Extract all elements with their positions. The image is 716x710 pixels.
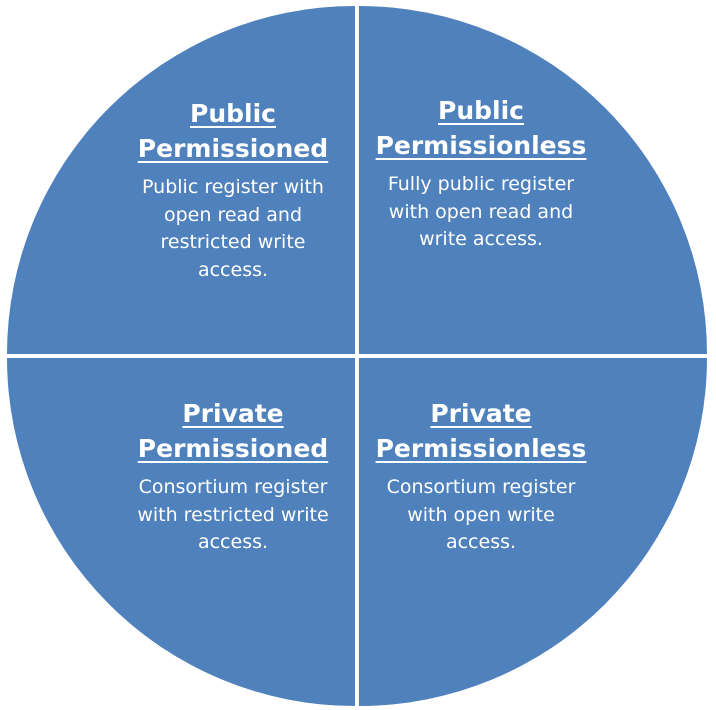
desc-line: with open write bbox=[407, 503, 555, 526]
desc-line: access. bbox=[445, 531, 517, 553]
desc-line: Consortium register bbox=[386, 476, 576, 498]
title-line: Permissionless bbox=[375, 434, 587, 463]
quadrant-description: Public register with open read and restr… bbox=[108, 174, 358, 284]
desc-line: Public register with bbox=[142, 176, 324, 198]
title-line: Public bbox=[438, 96, 524, 125]
quadrant-bottom-right bbox=[359, 358, 707, 706]
title-line: Permissioned bbox=[137, 434, 329, 463]
quadrant-title: Private Permissioned bbox=[108, 396, 358, 466]
quadrant-top-right bbox=[359, 6, 707, 354]
quadrant-top-right-text: Public Permissionless Fully public regis… bbox=[356, 93, 606, 254]
title-line: Private bbox=[430, 399, 532, 428]
quadrant-title: Public Permissionless bbox=[356, 93, 606, 163]
quadrant-title: Private Permissionless bbox=[356, 396, 606, 466]
desc-line: with open read and bbox=[388, 200, 574, 223]
title-line: Public bbox=[190, 99, 276, 128]
quadrant-bottom-left-text: Private Permissioned Consortium register… bbox=[108, 396, 358, 557]
desc-line: with restricted write bbox=[137, 503, 329, 526]
quadrant-description: Consortium register with restricted writ… bbox=[108, 474, 358, 557]
quadrant-description: Fully public register with open read and… bbox=[356, 171, 606, 254]
desc-line: write access. bbox=[419, 228, 543, 250]
desc-line: Consortium register bbox=[138, 476, 328, 498]
quadrant-bottom-left bbox=[7, 358, 355, 706]
quadrant-title: Public Permissioned bbox=[108, 96, 358, 166]
title-line: Private bbox=[182, 399, 284, 428]
desc-line: access. bbox=[197, 258, 269, 281]
quadrant-top-left bbox=[7, 6, 355, 354]
desc-line: open read and bbox=[163, 203, 303, 226]
desc-line: restricted write bbox=[160, 231, 306, 253]
title-line: Permissionless bbox=[375, 131, 587, 160]
desc-line: Fully public register bbox=[387, 173, 575, 195]
title-line: Permissioned bbox=[137, 134, 329, 163]
quadrant-top-left-text: Public Permissioned Public register with… bbox=[108, 96, 358, 284]
quadrant-description: Consortium register with open write acce… bbox=[356, 474, 606, 557]
desc-line: access. bbox=[197, 531, 269, 553]
quadrant-bottom-right-text: Private Permissionless Consortium regist… bbox=[356, 396, 606, 557]
